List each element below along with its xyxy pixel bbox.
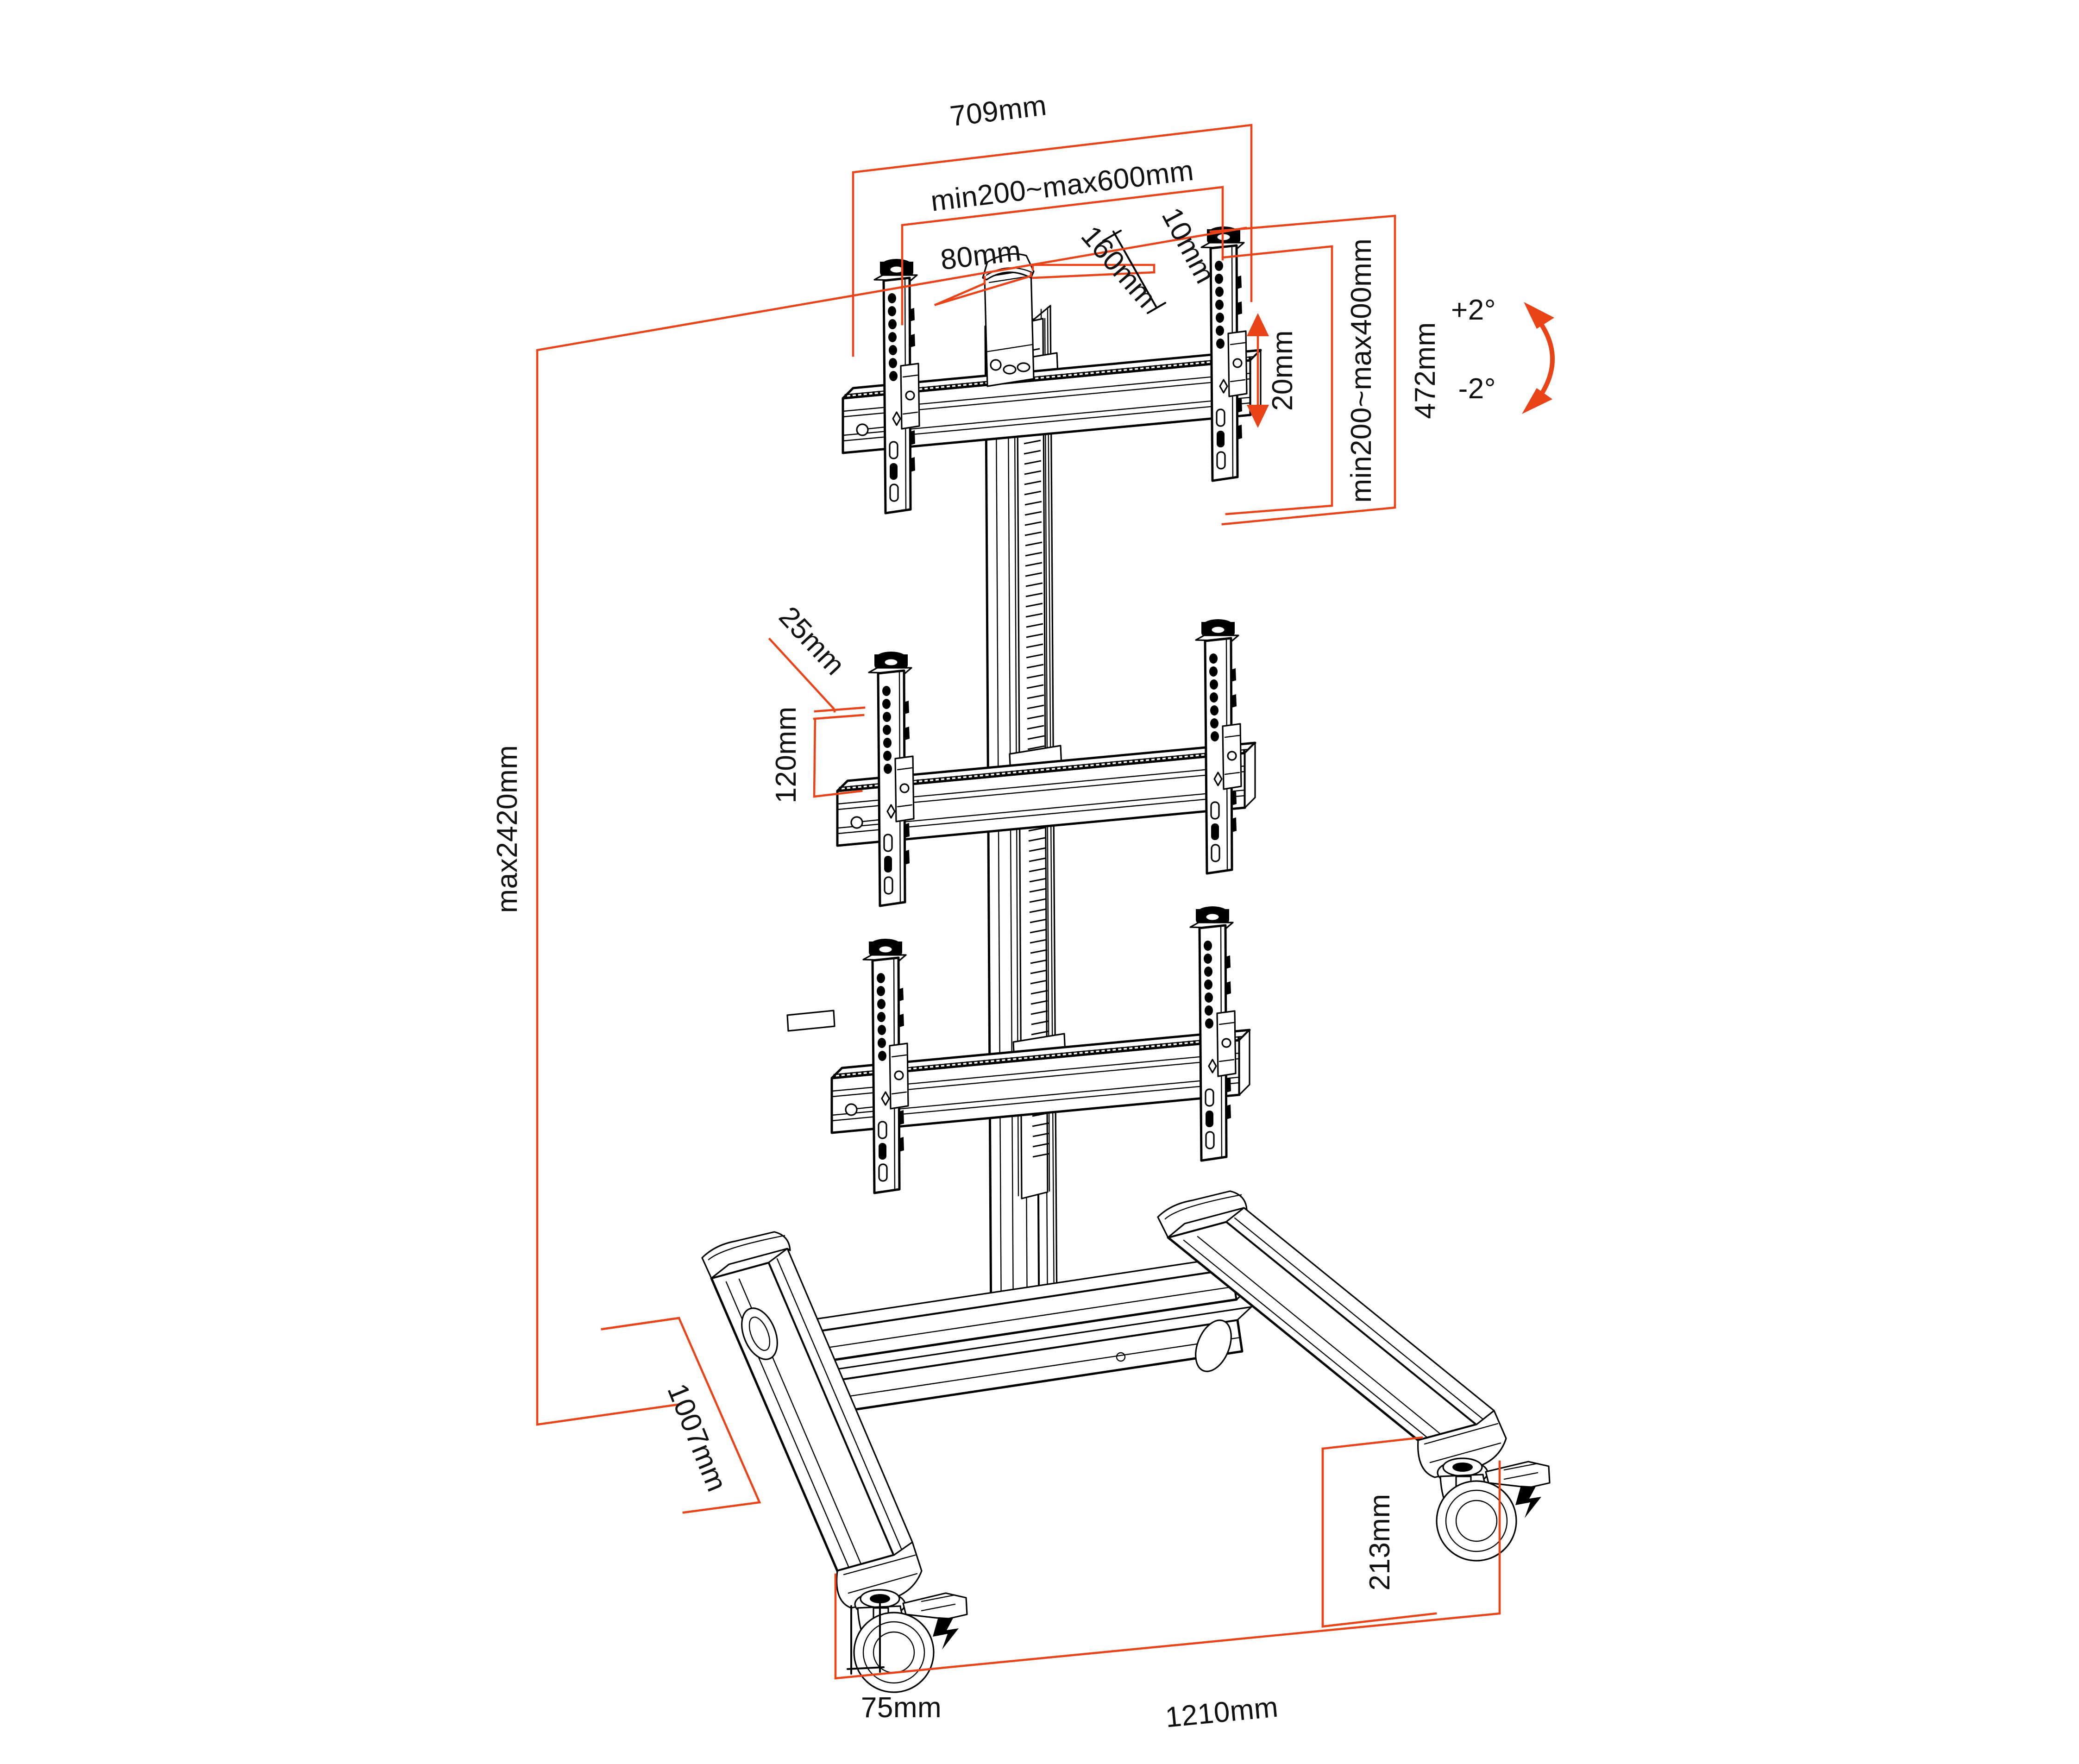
label-tilt-down: -2° [1458,373,1496,405]
label-75: 75mm [861,1692,942,1724]
base-leg-right [1157,1190,1507,1478]
label-709: 709mm [948,89,1049,132]
caster-wheel-left [853,1589,968,1693]
label-200-400: min200~max400mm [1345,239,1377,503]
label-213: 213mm [1364,1494,1396,1590]
dimension-lines [536,124,1555,1680]
dimline-2420 [536,226,1247,1426]
label-25: 25mm [773,601,851,682]
base-assembly [701,1190,1551,1693]
dimline-120 [813,717,863,798]
dimline-709 [852,124,1253,357]
dimline-160-b [1031,271,1156,279]
dimline-80 [934,272,1032,306]
dimline-200-400 [1221,245,1333,515]
label-1007: 1007mm [661,1379,733,1496]
dimline-120-top [813,714,865,720]
label-2420: max2420mm [491,745,523,913]
label-160: 160mm [1075,220,1162,314]
label-120: 120mm [770,706,802,803]
mount-assembly-bottom [786,906,1250,1193]
base-leg-left [701,1231,923,1609]
dimline-75 [847,1598,885,1675]
dimline-472 [1209,214,1396,526]
product-illustration [701,226,1551,1693]
dimline-25-b [814,706,866,713]
tilt-arc [1522,302,1555,414]
mount-assembly-top [843,226,1261,513]
dimline-1210 [834,1460,1501,1680]
label-tilt-up: +2° [1451,294,1496,326]
label-472: 472mm [1409,322,1441,419]
dimline-160 [1031,264,1156,274]
dimline-20 [1247,313,1269,428]
centre-slider-block [982,253,1035,387]
dimline-213 [1321,1447,1437,1628]
caster-wheel-right [1436,1457,1551,1562]
label-1210: 1210mm [1164,1691,1280,1734]
dimline-1007-top [601,1317,680,1331]
dimline-10 [1102,230,1166,314]
label-20: 20mm [1267,330,1299,411]
dimline-200-600 [901,186,1224,326]
label-200-600: min200~max600mm [929,155,1195,218]
